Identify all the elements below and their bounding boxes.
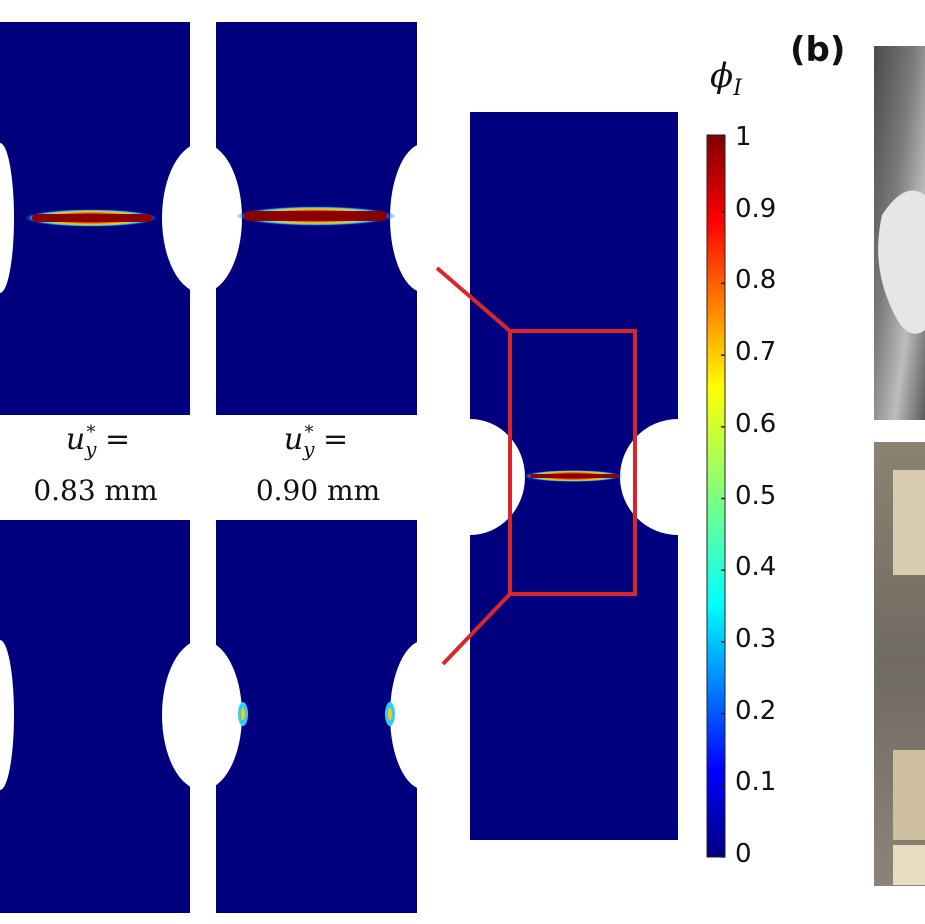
notch-left: [0, 143, 14, 293]
notch-left: [0, 640, 14, 790]
photo-bottom-base: [893, 845, 925, 885]
photo-bottom-grip-top: [893, 470, 925, 575]
colorbar-tick-label: 0.9: [735, 193, 777, 224]
full-specimen: [415, 112, 736, 840]
colorbar-tick-label: 0.4: [735, 552, 777, 583]
panel-label: (b): [790, 30, 846, 70]
colorbar-tick-label: 0.1: [735, 767, 777, 798]
colorbar-tick-label: 1: [735, 122, 752, 152]
sim2-top: [162, 22, 460, 415]
sim2-displacement-label: uy* =: [283, 422, 349, 461]
colorbar-tick-label: 0.5: [735, 480, 777, 511]
colorbar-gradient: [706, 134, 726, 858]
notch-left: [162, 640, 242, 790]
photo-bottom-grip-bottom: [893, 750, 925, 840]
colorbar-tick-label: 0.2: [735, 695, 777, 726]
colorbar-tick-marks: [721, 139, 725, 858]
colorbar-title: ϕI: [710, 56, 742, 101]
sim2-displacement-value: 0.90 mm: [255, 474, 381, 507]
edge-damage-left-core: [241, 708, 245, 720]
notch-right: [390, 640, 460, 790]
photo-panel: [874, 46, 925, 886]
photo-top-specimen: [878, 190, 925, 334]
zoom-box: [508, 329, 637, 596]
notch-right: [390, 143, 460, 293]
colorbar: [706, 134, 726, 858]
colorbar-tick-label: 0.7: [735, 337, 777, 368]
colorbar-tick-label: 0.3: [735, 623, 777, 654]
crack-core: [244, 211, 387, 221]
crack-core: [530, 474, 618, 478]
specimen-body: [0, 520, 190, 913]
notch-left: [415, 419, 525, 535]
zoom-line-top: [435, 266, 512, 333]
crack-core: [32, 214, 152, 222]
edge-damage-right-core: [388, 708, 392, 720]
notch-left: [162, 143, 242, 293]
colorbar-tick-label: 0: [735, 839, 752, 869]
colorbar-tick-label: 0.8: [735, 265, 777, 296]
sim1-displacement-value: 0.83 mm: [33, 474, 158, 507]
colorbar-tick-label: 0.6: [735, 408, 777, 439]
specimen-body: [216, 520, 417, 913]
sim1-displacement-label: uy* =: [65, 422, 131, 461]
zoom-line-bottom: [441, 592, 512, 666]
sim2-bottom: [162, 520, 460, 913]
